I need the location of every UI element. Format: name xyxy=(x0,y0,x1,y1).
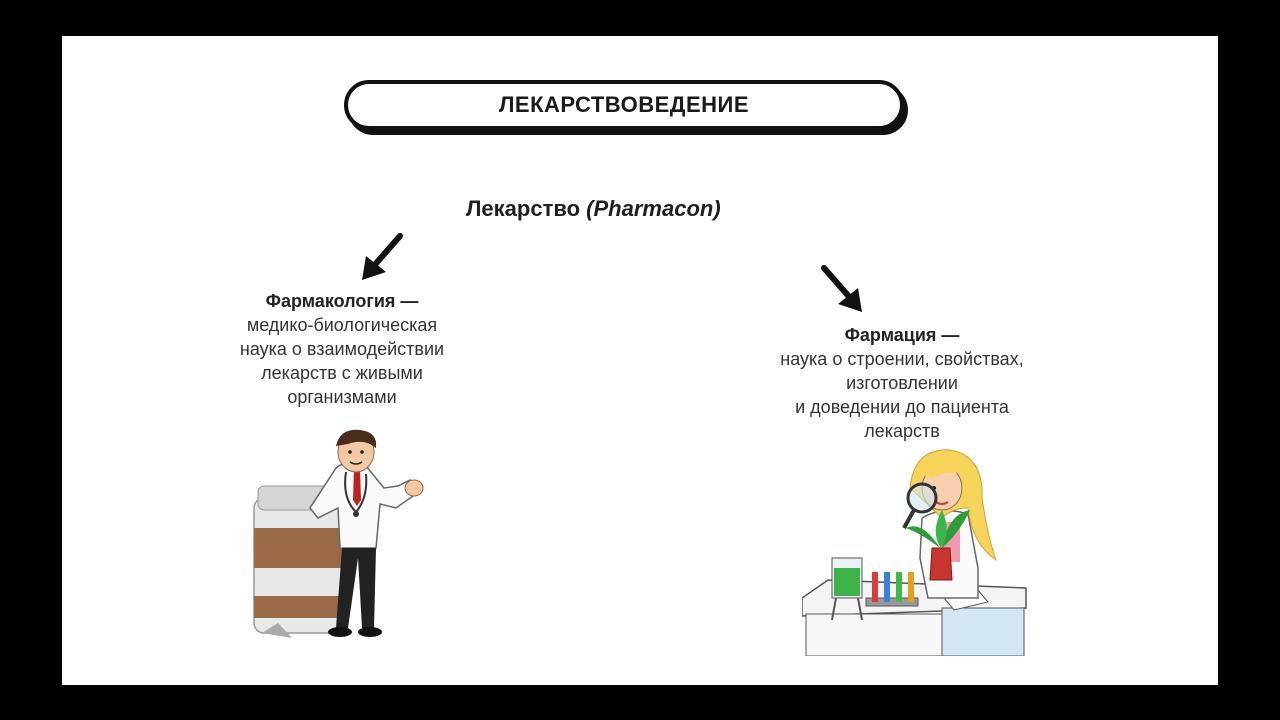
pharmacology-block: Фармакология — медико-биологическая наук… xyxy=(192,289,492,409)
pharmacy-line-4: лекарств xyxy=(864,421,940,441)
slide: ЛЕКАРСТВОВЕДЕНИЕ Лекарство (Pharmacon) Ф… xyxy=(62,36,1218,685)
pharmacy-line-2: изготовлении xyxy=(846,373,958,393)
pharmacology-line-4: организмами xyxy=(287,387,397,407)
pharmacology-line-2: наука о взаимодействии xyxy=(239,339,445,359)
pharmacy-term: Фармация — xyxy=(844,325,960,345)
title-banner: ЛЕКАРСТВОВЕДЕНИЕ xyxy=(344,80,904,130)
pharmacist-with-plant-illustration xyxy=(802,449,1027,656)
pharmacy-block: Фармация — наука о строении, свойствах, … xyxy=(742,323,1062,443)
doctor-with-pill-bottle-illustration xyxy=(253,429,424,638)
root-latin: (Pharmacon) xyxy=(586,196,721,221)
root-word: Лекарство xyxy=(466,196,581,221)
pharmacology-line-1: медико-биологическая xyxy=(246,315,438,335)
pharmacy-line-3: и доведении до пациента xyxy=(795,397,1009,417)
arrow-down-right-icon xyxy=(821,265,862,312)
title-text: ЛЕКАРСТВОВЕДЕНИЕ xyxy=(498,92,750,117)
pharmacy-line-1: наука о строении, свойствах, xyxy=(780,349,1024,369)
pharmacology-term: Фармакология — xyxy=(265,291,419,311)
root-concept: Лекарство (Pharmacon) xyxy=(466,196,721,222)
arrow-down-left-icon xyxy=(362,233,403,280)
pharmacology-line-3: лекарств с живыми xyxy=(261,363,423,383)
